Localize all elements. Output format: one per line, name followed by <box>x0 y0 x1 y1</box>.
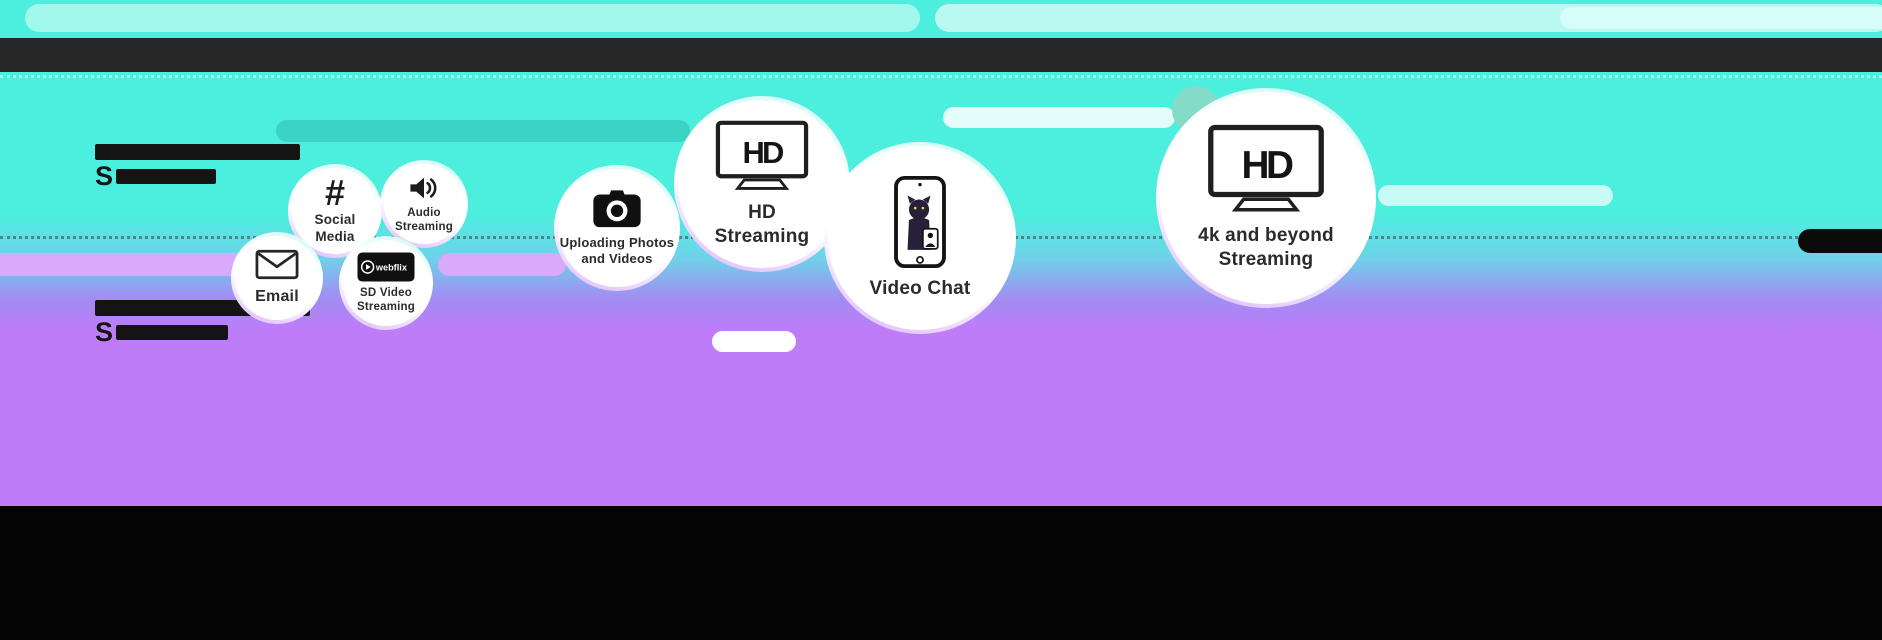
redacted-text-line <box>116 325 229 340</box>
redacted-text-line <box>116 169 217 184</box>
tv-hd-icon: HD <box>1208 125 1324 212</box>
bubble-audio-streaming: Audio Streaming <box>380 160 468 248</box>
bubble-face: Email <box>235 236 319 320</box>
envelope-icon <box>255 249 299 280</box>
title-bar <box>0 38 1882 72</box>
decor-pill-top-far-right <box>1560 7 1882 29</box>
tv-hd-icon: HD <box>715 120 809 190</box>
speed-label-lower: S <box>95 317 229 347</box>
decor-pill-white-below <box>712 331 796 352</box>
bubble-face: Video Chat <box>828 146 1012 330</box>
bubble-audio-streaming-label: Audio Streaming <box>394 206 454 233</box>
video-chat-phone-icon <box>894 176 946 269</box>
footer-bar <box>0 506 1882 640</box>
speaker-icon <box>410 177 437 199</box>
bubble-face: HD 4k and beyond Streaming <box>1160 92 1372 304</box>
bubble-face: # Social Media <box>292 168 378 254</box>
redacted-text-line <box>95 144 300 160</box>
bubble-face: Uploading Photos and Videos <box>558 169 676 287</box>
bubble-hd-streaming: HD HD Streaming <box>674 96 850 272</box>
bubble-4k-streaming-label: 4k and beyond Streaming <box>1198 225 1334 270</box>
decor-black-pill-right <box>1798 229 1882 253</box>
decor-pill-lavender-mid <box>438 253 566 276</box>
bubble-uploading-photos: Uploading Photos and Videos <box>554 165 680 291</box>
bubble-social-media-label: Social Media <box>314 212 356 245</box>
decor-pill-lavender-left <box>0 253 300 276</box>
bubble-email-label: Email <box>255 288 299 305</box>
bubble-email: Email <box>231 232 323 324</box>
bubble-face: webflix SD Video Streaming <box>343 240 429 326</box>
speed-label-letter: S <box>95 317 114 347</box>
decor-pill-top-left <box>25 4 920 32</box>
speed-label-upper: S <box>95 161 217 191</box>
tv-hd-text: HD <box>1242 144 1293 187</box>
bubble-video-chat: Video Chat <box>824 142 1016 334</box>
bubble-face: HD HD Streaming <box>678 100 846 268</box>
decor-pill-white-mid <box>943 107 1175 128</box>
decor-pill-white-right <box>1378 185 1613 206</box>
bubble-video-chat-label: Video Chat <box>869 278 971 300</box>
bubble-uploading-photos-label: Uploading Photos and Videos <box>559 234 675 266</box>
webflix-logo: webflix <box>357 252 415 282</box>
bubble-4k-streaming: HD 4k and beyond Streaming <box>1156 88 1376 308</box>
camera-icon <box>593 190 641 227</box>
decor-pill-teal <box>276 120 690 142</box>
bubble-hd-streaming-label: HD Streaming <box>714 201 810 247</box>
tv-hd-text: HD <box>742 135 784 170</box>
bubble-sd-video-streaming: webflix SD Video Streaming <box>339 236 433 330</box>
bubble-face: Audio Streaming <box>384 164 464 244</box>
speed-label-letter: S <box>95 161 114 191</box>
bubble-sd-video-streaming-label: SD Video Streaming <box>356 286 416 313</box>
webflix-logo-text: webflix <box>375 262 408 272</box>
hashtag-icon: # <box>324 172 346 214</box>
dotted-line-top <box>0 75 1882 78</box>
